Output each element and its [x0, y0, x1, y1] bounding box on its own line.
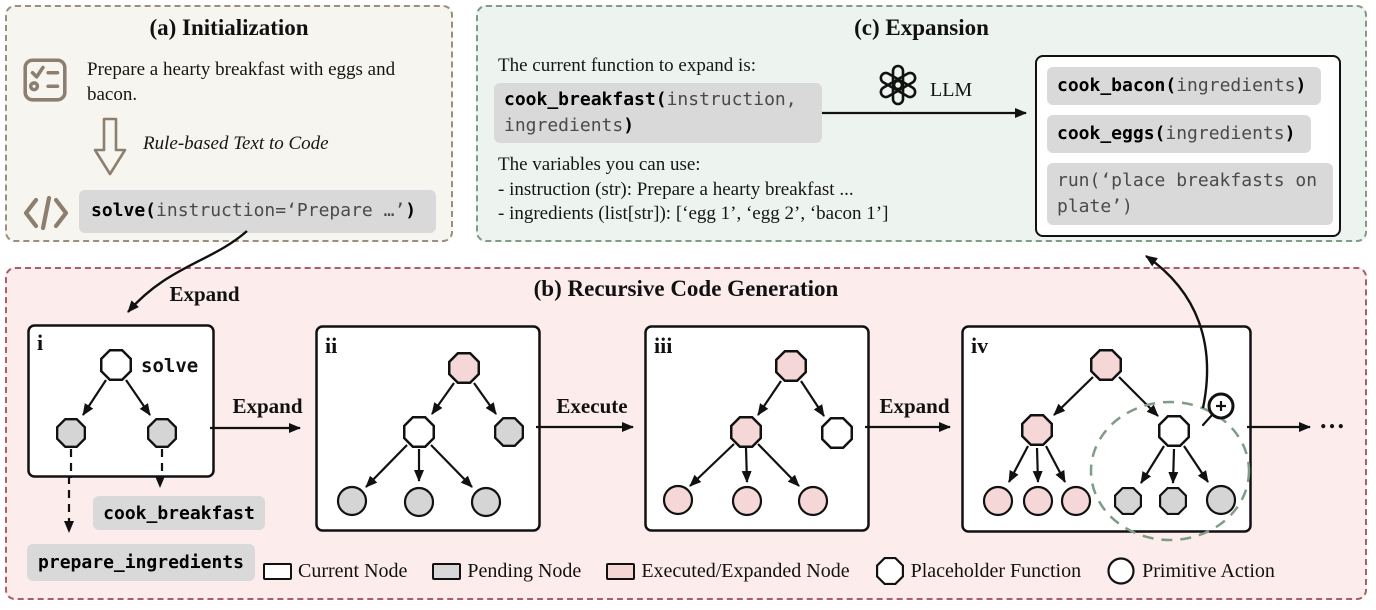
placeholder-node-pending: [1159, 487, 1187, 515]
primitive-action-swatch: [1107, 557, 1135, 585]
primitive-node-pending: [336, 485, 368, 517]
tree-step-iii: iii: [644, 325, 870, 532]
task-checklist-icon: [23, 58, 67, 102]
panel-expansion: (c) Expansion The current function to ex…: [476, 5, 1367, 242]
cook-breakfast-chip: cook_breakfast: [93, 496, 265, 530]
placeholder-function-swatch: [875, 557, 904, 585]
current-node-swatch: [263, 562, 292, 580]
expand-arrow-label-2: Expand: [879, 394, 950, 418]
panel-a-title: (a) Initialization: [149, 15, 309, 40]
tree-step-i: i solve: [27, 324, 215, 478]
panel-c-title: (c) Expansion: [854, 15, 989, 40]
tree-step-iv: iv: [961, 325, 1252, 533]
primitive-node-executed: [1060, 485, 1092, 517]
step-label-iv: iv: [971, 333, 988, 358]
expand-arrow-label-1: Expand: [232, 394, 303, 418]
step-label-i: i: [37, 330, 43, 355]
placeholder-node-expanded: [1090, 349, 1122, 381]
primitive-node-executed: [1022, 485, 1054, 517]
prompt-intro-text: The current function to expand is:: [498, 55, 757, 76]
placeholder-node-pending: [56, 418, 86, 448]
legend-executed-node: Executed/Expanded Node: [606, 560, 850, 583]
cook-eggs-chip: cook_eggs(ingredients): [1047, 115, 1311, 153]
task-instruction-text: Prepare a hearty breakfast with eggs and…: [87, 59, 396, 105]
placeholder-node-current: [403, 416, 435, 448]
primitive-node-pending: [1205, 484, 1237, 516]
legend-primitive-action: Primitive Action: [1106, 556, 1275, 586]
primitive-node-executed: [982, 485, 1014, 517]
placeholder-node-current: [100, 349, 132, 381]
execute-arrow-label: Execute: [556, 394, 628, 418]
placeholder-node-executed: [730, 416, 762, 448]
placeholder-node-executed: [1021, 414, 1053, 446]
current-fn-name: cook_breakfast(: [504, 89, 667, 110]
openai-llm-icon: [879, 64, 917, 106]
expand-entry-label: Expand: [169, 282, 240, 306]
legend-current-node: Current Node: [263, 560, 407, 583]
run-chip: run(‘place breakfasts on plate’): [1047, 163, 1333, 225]
variable-ingredients-text: - ingredients (list[str]): [‘egg 1’, ‘eg…: [498, 203, 889, 224]
current-function-chip: cook_breakfast(instruction, ingredients): [494, 83, 822, 143]
solve-code-chip: solve(instruction=‘Prepare …’): [79, 190, 436, 233]
primitive-node-pending: [403, 486, 435, 518]
rule-based-label: Rule-based Text to Code: [143, 133, 329, 154]
llm-label: LLM: [930, 79, 973, 101]
variables-intro-text: The variables you can use:: [498, 154, 701, 175]
primitive-node-executed: [731, 485, 763, 517]
panel-initialization: (a) Initialization Prepare a hearty brea…: [5, 5, 453, 242]
primitive-node-pending: [470, 486, 502, 518]
step-label-iii: iii: [654, 333, 672, 358]
solve-node-label: solve: [141, 355, 198, 377]
continuation-ellipsis: …: [1319, 405, 1345, 434]
panel-b-title: (b) Recursive Code Generation: [533, 276, 839, 301]
tree-step-ii: ii: [315, 325, 541, 532]
panel-recursive-code-generation: (b) Recursive Code Generation Expand i s…: [5, 267, 1367, 600]
solve-fn-name: solve(: [91, 200, 157, 221]
code-icon: [23, 195, 69, 231]
placeholder-node-current: [1158, 415, 1190, 447]
legend-placeholder-function: Placeholder Function: [875, 556, 1081, 586]
executed-node-swatch: [606, 562, 636, 580]
legend: Current Node Pending Node Executed/Expan…: [263, 556, 1275, 586]
placeholder-node-expanded: [775, 350, 807, 382]
placeholder-node-pending: [1114, 487, 1142, 515]
placeholder-node-pending: [494, 417, 524, 447]
pending-node-swatch: [432, 562, 462, 580]
expansion-output-box: cook_bacon(ingredients) cook_eggs(ingred…: [1035, 55, 1341, 237]
primitive-node-executed: [662, 484, 694, 516]
variable-instruction-text: - instruction (str): Prepare a hearty br…: [498, 179, 854, 200]
step-label-ii: ii: [325, 333, 337, 358]
placeholder-node-expanded: [448, 352, 480, 384]
placeholder-node-pending: [147, 418, 177, 448]
prepare-ingredients-chip: prepare_ingredients: [27, 544, 255, 581]
legend-pending-node: Pending Node: [432, 560, 581, 583]
placeholder-node-current: [821, 417, 853, 449]
cook-bacon-chip: cook_bacon(ingredients): [1047, 67, 1321, 105]
primitive-node-executed: [797, 485, 829, 517]
rule-arrow-down-icon: [93, 117, 127, 176]
